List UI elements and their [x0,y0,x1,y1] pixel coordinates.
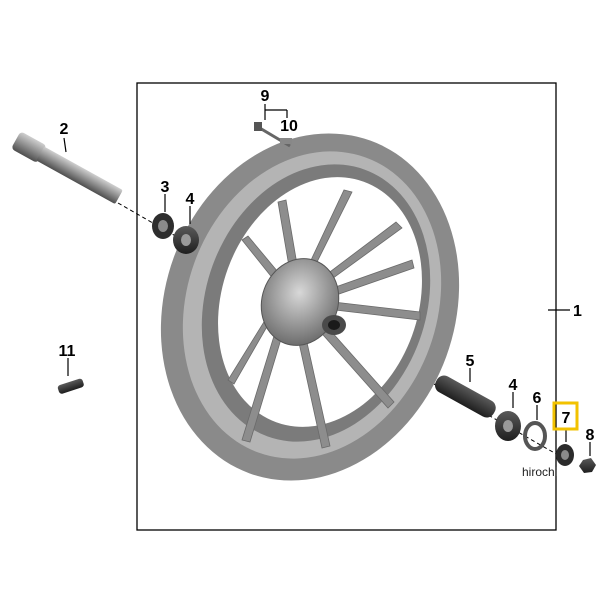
callout-part-5: 5 [466,353,475,370]
part-4-bearing-left [173,226,199,254]
assembly-frame [136,82,557,531]
part-7-seal [556,444,574,466]
callout-part-4b: 4 [509,377,518,394]
part-6-ring [523,421,547,451]
wheel-rim [160,133,460,481]
part-11-pin [57,378,84,394]
callout-part-3: 3 [161,179,170,196]
callout-part-8: 8 [586,427,595,444]
callout-part-9: 9 [261,88,270,105]
part-3-seal-ring [152,213,174,239]
part-9-10-valve [254,122,292,148]
part-8-nut [579,458,596,473]
callout-part-10: 10 [280,118,298,135]
leader-lines [63,104,591,456]
wheel-hub [260,258,340,346]
callout-part-2: 2 [60,121,69,138]
axle-shaft [12,132,123,204]
callout-part-7: 7 [562,410,571,427]
callout-part-1: 1 [573,303,582,320]
highlight-box-part-7 [552,401,579,431]
part-4-bearing-right [495,411,521,441]
callout-part-11: 11 [59,343,76,360]
watermark-text: hirochi [522,465,557,479]
part-5-spacer-sleeve [435,375,496,418]
callout-part-4a: 4 [186,191,195,208]
callout-part-6: 6 [533,390,542,407]
